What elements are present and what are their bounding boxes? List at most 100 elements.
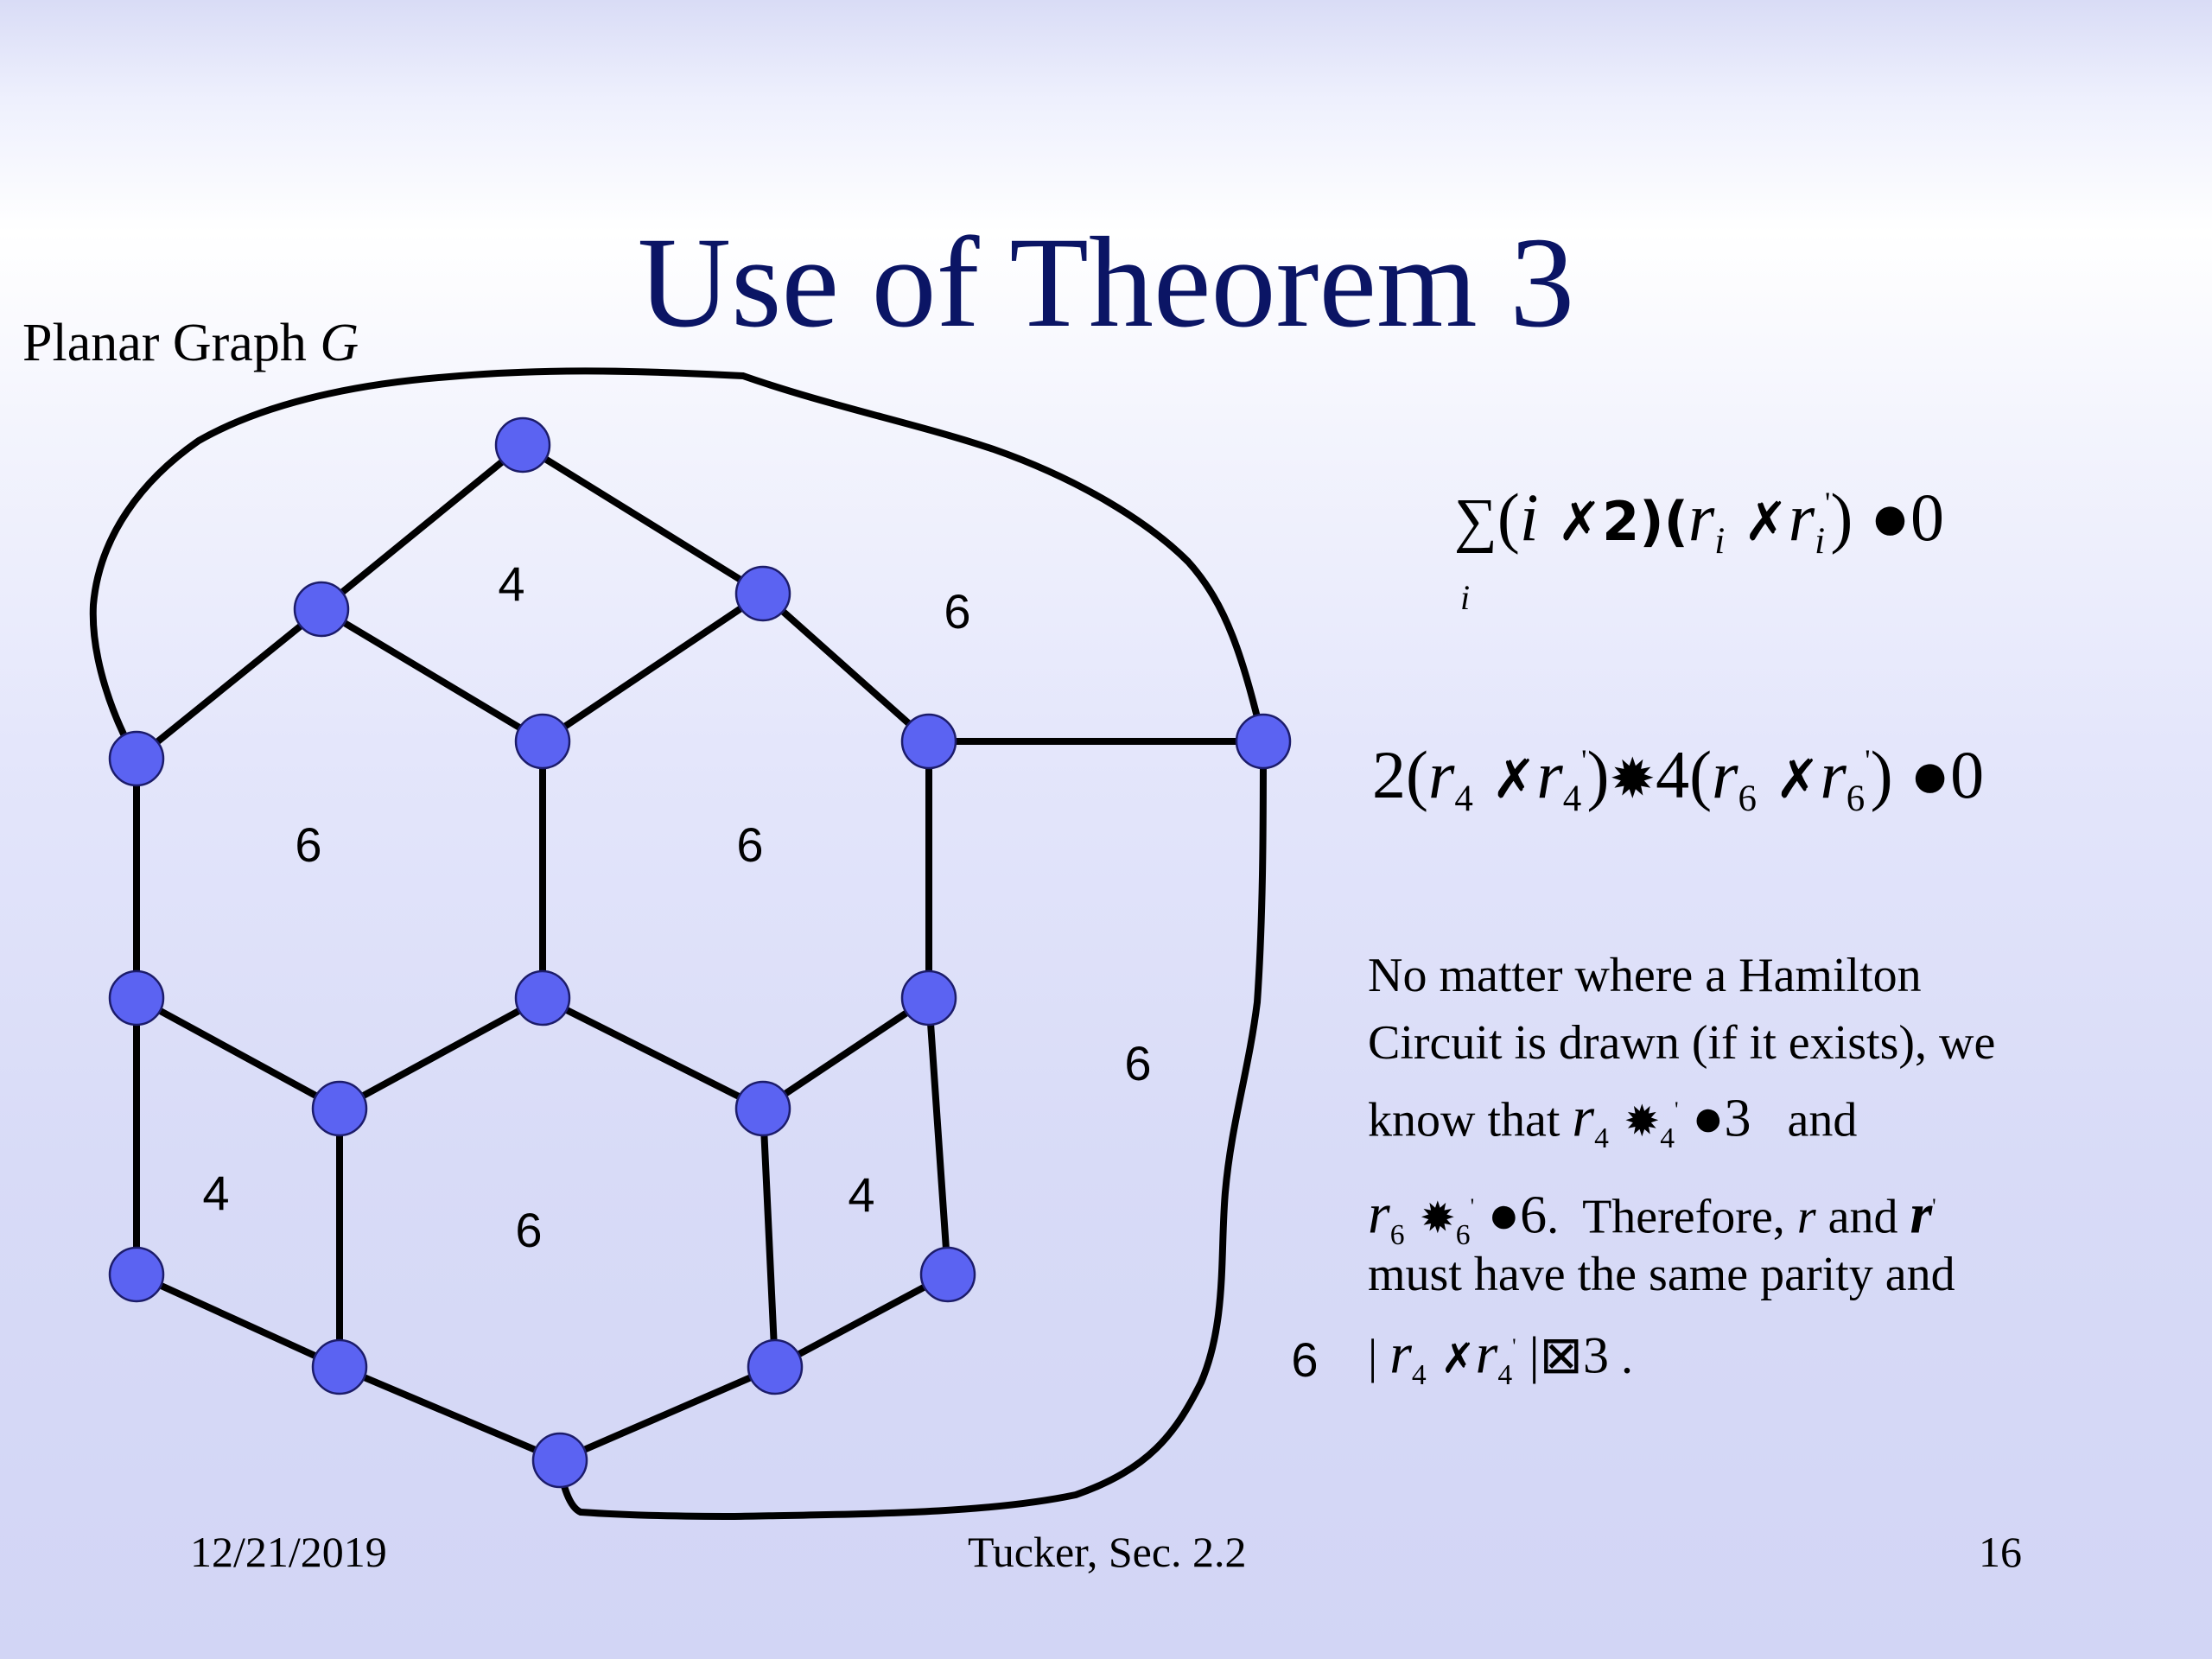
vertex (734, 565, 791, 622)
edge (760, 590, 932, 745)
para-line-6-dot: . (1608, 1330, 1633, 1384)
para-line-6-r2: r (1475, 1322, 1498, 1386)
para-line-4: r6 ✹6' ●6. Therefore, r and r' (1368, 1173, 2197, 1251)
vertex (108, 1246, 165, 1303)
vertex (108, 730, 165, 787)
eq1-r: r (1688, 480, 1715, 555)
para-line-3-plus: ✹ (1608, 1096, 1661, 1147)
eq2-minus-2: ✗ (1756, 747, 1821, 810)
footer-page-number: 16 (1979, 1528, 2022, 1576)
eq2-r4: r (1427, 737, 1455, 812)
eq1-sub-i: i (1714, 521, 1726, 562)
slide-title: Use of Theorem 3 (637, 211, 1575, 354)
face-labels: 4 6 6 6 6 4 6 4 6 (202, 556, 1318, 1387)
eq2-coef: 2( (1372, 737, 1428, 812)
sum-index: i (1460, 581, 1470, 615)
graph-label-text: Planar Graph (22, 314, 321, 372)
edge (760, 995, 932, 1112)
para-line-3-and: and (1751, 1093, 1858, 1147)
graph-edges (89, 367, 1267, 1521)
vertex (108, 969, 165, 1027)
outer-right-edge (556, 738, 1267, 1521)
outer-loop-edge (89, 367, 1267, 762)
para-line-6-sub2: 4 (1497, 1359, 1513, 1392)
para-line-4-r-var: r (1796, 1190, 1816, 1244)
vertex (494, 416, 551, 474)
vertex (311, 1338, 368, 1395)
vertex (531, 1432, 588, 1489)
eq2-prime: ' (1581, 743, 1587, 778)
para-line-4-r: r (1368, 1182, 1390, 1246)
face-label-bottom-left: 4 (202, 1166, 229, 1220)
face-label-bottom-center: 6 (515, 1203, 542, 1257)
eq2-plus: ✹ (1609, 747, 1656, 811)
edge (318, 606, 546, 745)
eq1-minus-two: ✗2)( (1538, 490, 1688, 553)
vertex (919, 1246, 976, 1303)
eq2-end: ) ●0 (1870, 737, 1985, 812)
eq2-sub4: 4 (1454, 779, 1473, 819)
edge (925, 995, 951, 1278)
eq2-sub4b: 4 (1562, 779, 1582, 819)
para-line-6-r: r (1389, 1322, 1412, 1386)
para-line-3-sub: 4 (1594, 1122, 1609, 1155)
para-line-4-sub2: 6 (1455, 1219, 1471, 1252)
equation-faces: 2(r4 ✗r4')✹4(r6 ✗r6') ●0 (1372, 741, 1984, 818)
sum-symbol: ∑ (1454, 487, 1497, 554)
para-line-3-prime: ' (1675, 1098, 1679, 1122)
eq1-end: ) ●0 (1830, 480, 1944, 555)
para-line-4-prime: ' (1470, 1195, 1475, 1218)
vertex (514, 713, 571, 770)
sum-index-i: i (1460, 578, 1471, 617)
para-line-6-minus: ✗ (1426, 1334, 1476, 1383)
edge (133, 606, 325, 762)
para-line-6-end: |⊠3 (1516, 1326, 1609, 1384)
para-line-4-r-prime-mark: ' (1932, 1195, 1936, 1218)
edge (133, 995, 343, 1112)
eq1-minus: ✗ (1725, 490, 1789, 553)
para-line-4-plus: ✹ (1404, 1192, 1456, 1243)
para-line-4-and: and (1815, 1190, 1910, 1244)
face-label-bottom-right: 4 (848, 1167, 874, 1222)
edge (519, 442, 766, 597)
eq2-minus: ✗ (1472, 747, 1537, 810)
eq2-four: 4( (1656, 737, 1713, 812)
face-label-outer: 6 (1291, 1332, 1318, 1387)
eq1-prime-mark: ' (1825, 486, 1831, 520)
eq2-prime-2: ' (1865, 743, 1871, 778)
para-line-4-eq: ●6 (1474, 1185, 1548, 1245)
edge (318, 442, 526, 613)
edge (772, 1271, 951, 1370)
eq2-r6-prime: r (1820, 737, 1847, 812)
eq2-sub6: 6 (1738, 779, 1757, 819)
para-line-1: No matter where a Hamilton (1368, 949, 1922, 1002)
eq1-i: i (1519, 480, 1539, 555)
vertex (900, 969, 957, 1027)
eq2-r6: r (1712, 737, 1738, 812)
face-label-left-mid: 6 (295, 817, 321, 872)
explanation-paragraph: No matter where a Hamilton Circuit is dr… (1368, 942, 2197, 1391)
eq2-r4-prime: r (1536, 737, 1563, 812)
para-line-4-text: . Therefore, (1547, 1190, 1797, 1244)
edge (539, 590, 766, 745)
eq1-sub-i-2: i (1815, 521, 1826, 562)
edge (336, 995, 546, 1112)
vertex (900, 713, 957, 770)
face-label-top-right: 6 (944, 584, 970, 639)
para-line-3: know that r4 ✹4' ●3 and (1368, 1077, 2197, 1154)
para-line-6-sub: 4 (1411, 1359, 1427, 1392)
edge (556, 1363, 779, 1464)
edge (760, 1105, 779, 1370)
footer-date: 12/21/2019 (190, 1528, 387, 1576)
para-line-3-eq: ●3 (1678, 1089, 1751, 1148)
face-label-top: 4 (498, 556, 524, 611)
para-line-2: Circuit is drawn (if it exists), we (1368, 1016, 1996, 1070)
edge (133, 1271, 343, 1370)
eq2-close: ) (1586, 737, 1610, 812)
vertex (514, 969, 571, 1027)
para-line-6: | r4 ✗r4' |⊠3 . (1368, 1313, 2197, 1391)
eq1-r-prime: r (1788, 480, 1815, 555)
graph-vertices (108, 416, 1292, 1489)
vertex (293, 581, 350, 638)
